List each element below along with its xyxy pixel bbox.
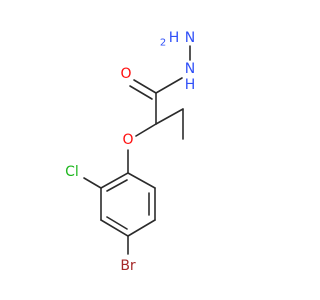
atom-cl: Cl bbox=[65, 164, 79, 180]
ring-bond-4-5 bbox=[127, 219, 156, 237]
molecule-diagram: N H 2 N H O O Cl Br bbox=[65, 30, 195, 274]
atom-h2-subscript: 2 bbox=[160, 38, 166, 49]
bond-alpha-o bbox=[135, 123, 157, 137]
atom-br: Br bbox=[120, 258, 136, 274]
bond-ring-cl bbox=[83, 177, 102, 189]
atom-h-amide: H bbox=[185, 77, 196, 93]
bonds bbox=[83, 45, 191, 255]
ring-bond-6-1 bbox=[127, 172, 156, 189]
bond-alpha-ch2 bbox=[155, 108, 184, 125]
atom-h2: H bbox=[169, 30, 180, 46]
atom-n-amide: N bbox=[185, 61, 195, 77]
atom-nh: N H bbox=[185, 61, 196, 93]
bond-carbonyl-double-2 bbox=[129, 85, 153, 100]
atom-n-terminal: N bbox=[185, 30, 195, 46]
atom-o-carbonyl: O bbox=[120, 66, 131, 82]
bond-n-carbonyl bbox=[155, 77, 183, 94]
structure-canvas: N H 2 N H O O Cl Br bbox=[65, 30, 195, 274]
ring-inner-1-2 bbox=[106, 179, 128, 192]
atom-nh2: N H 2 bbox=[160, 30, 195, 49]
atom-o-ether: O bbox=[122, 132, 133, 148]
ring-inner-3-4 bbox=[106, 216, 128, 230]
ring-bond-1-2 bbox=[100, 172, 129, 189]
ring-bond-3-4 bbox=[100, 219, 129, 237]
atom-labels: N H 2 N H O O Cl Br bbox=[65, 30, 195, 274]
bond-carbonyl-double-1 bbox=[133, 79, 157, 94]
